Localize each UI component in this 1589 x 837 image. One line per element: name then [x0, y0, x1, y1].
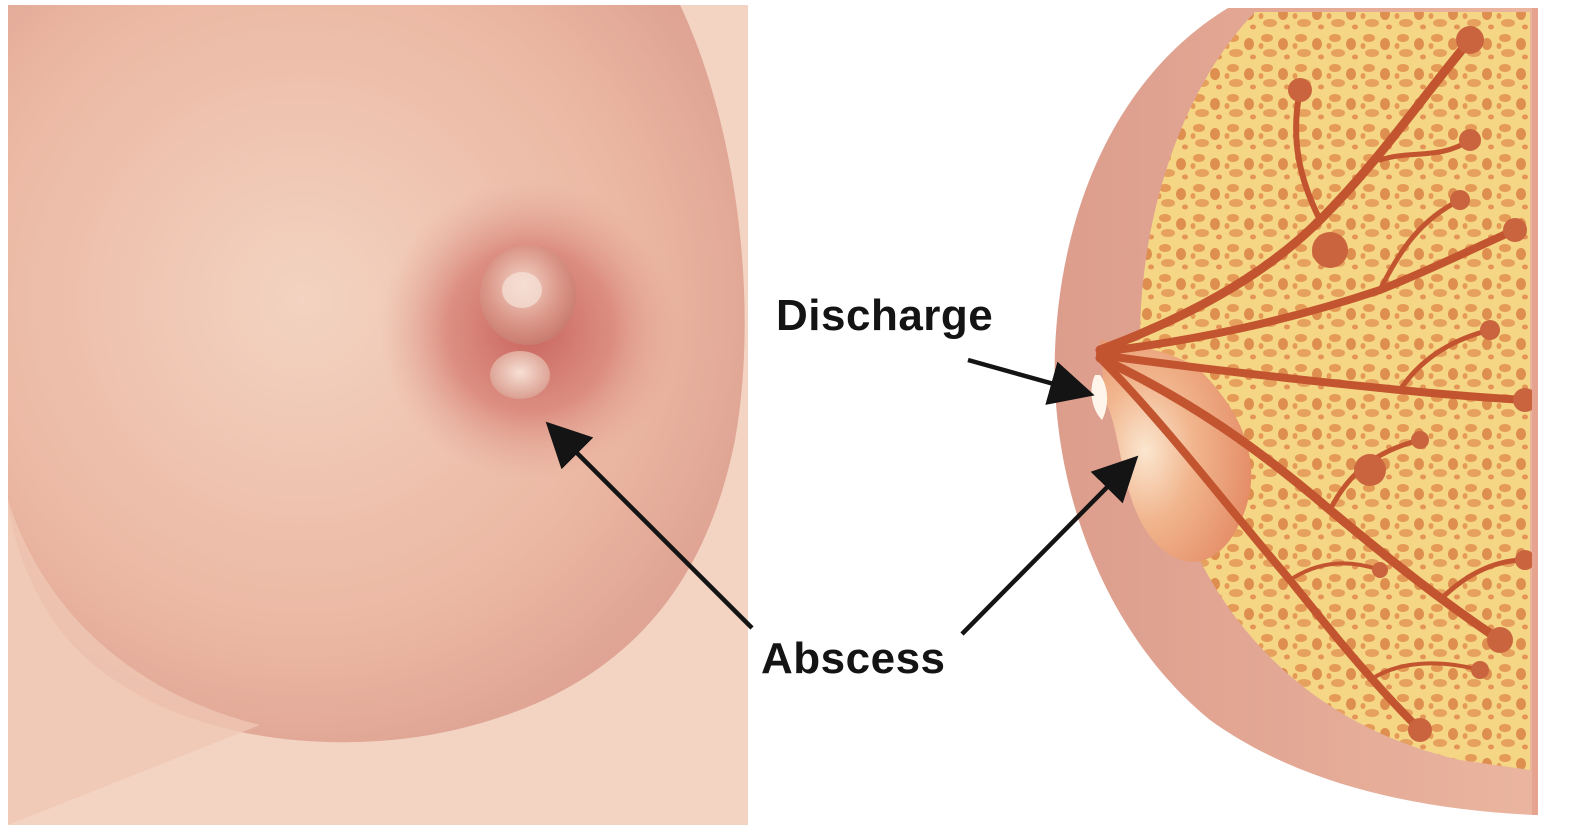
breast-cross-section [1055, 8, 1537, 815]
abscess-label: Abscess [761, 637, 946, 681]
discharge-label: Discharge [776, 294, 993, 338]
external-breast [8, 5, 748, 825]
abscess-bump [490, 351, 550, 399]
